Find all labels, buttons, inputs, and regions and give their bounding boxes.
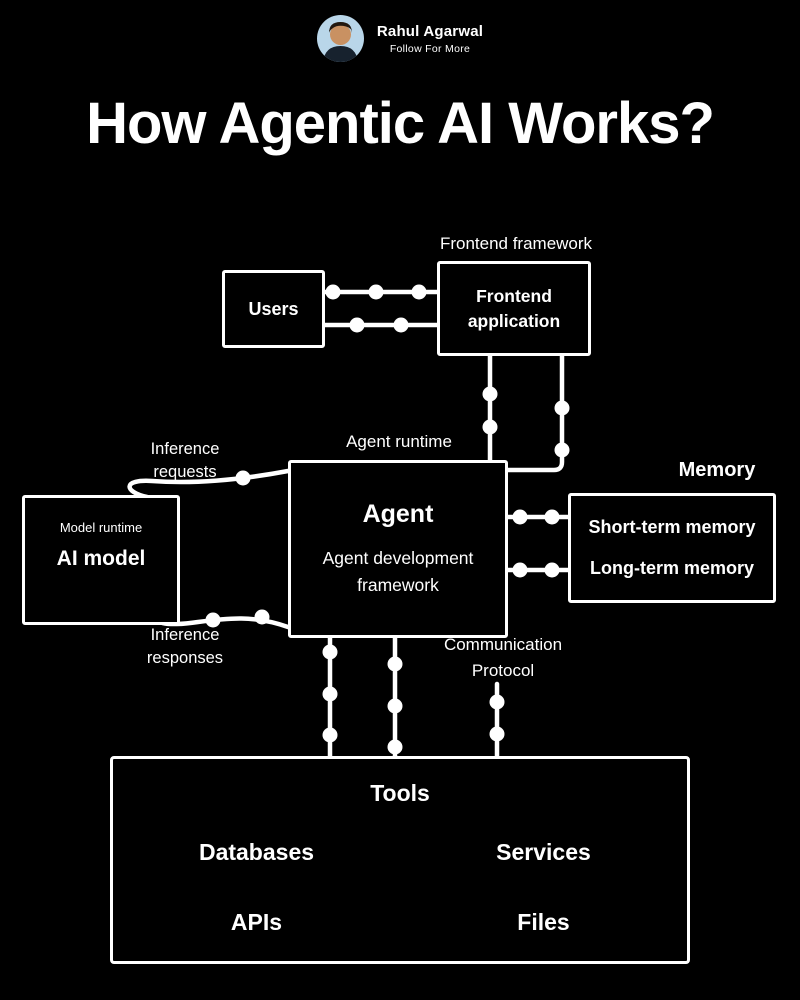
memory-item-short-term: Short-term memory	[588, 516, 756, 537]
users-label: Users	[248, 298, 299, 319]
agent-box: Agent Agent development framework	[288, 460, 508, 638]
page-title: How Agentic AI Works?	[86, 91, 715, 156]
avatar-photo-icon	[316, 15, 364, 62]
byline-text: Rahul Agarwal Follow For More	[377, 23, 483, 55]
inference-responses-label: Inference responses	[146, 626, 224, 668]
agent-subtitle: Agent development framework	[322, 548, 474, 595]
users-box: Users	[222, 270, 325, 348]
frontend-framework-label: Frontend framework	[439, 234, 593, 253]
tools-item-apis: APIs	[230, 909, 283, 935]
tools-item-databases: Databases	[198, 839, 315, 865]
frontend-agent-connector-right	[505, 353, 565, 473]
inference-requests-label: Inference requests	[150, 440, 220, 482]
connector-dots	[205, 284, 570, 755]
ai-model-box: Model runtime AI model	[22, 495, 180, 625]
author-name: Rahul Agarwal	[376, 22, 484, 40]
agent-title: Agent	[362, 500, 434, 529]
frontend-application-label: Frontend application	[467, 286, 561, 331]
memory-item-long-term: Long-term memory	[589, 558, 755, 579]
follow-for-more-text: Follow For More	[389, 42, 471, 55]
model-runtime-label: Model runtime	[59, 520, 143, 535]
agent-runtime-label: Agent runtime	[346, 432, 452, 451]
frontend-application-box: Frontend application	[437, 261, 591, 356]
memory-box: Short-term memory Long-term memory	[568, 493, 776, 603]
ai-model-title: AI model	[56, 547, 146, 570]
memory-heading: Memory	[678, 459, 756, 481]
tools-item-services: Services	[496, 839, 591, 865]
tools-title: Tools	[370, 780, 430, 806]
tools-item-files: Files	[517, 909, 570, 935]
avatar	[316, 15, 364, 62]
communication-protocol-label: Communication Protocol	[443, 635, 563, 680]
byline: Rahul Agarwal Follow For More	[0, 15, 800, 62]
tools-box: Tools Databases Services APIs Files	[110, 756, 690, 964]
tools-grid: Databases Services APIs Files	[113, 837, 687, 937]
